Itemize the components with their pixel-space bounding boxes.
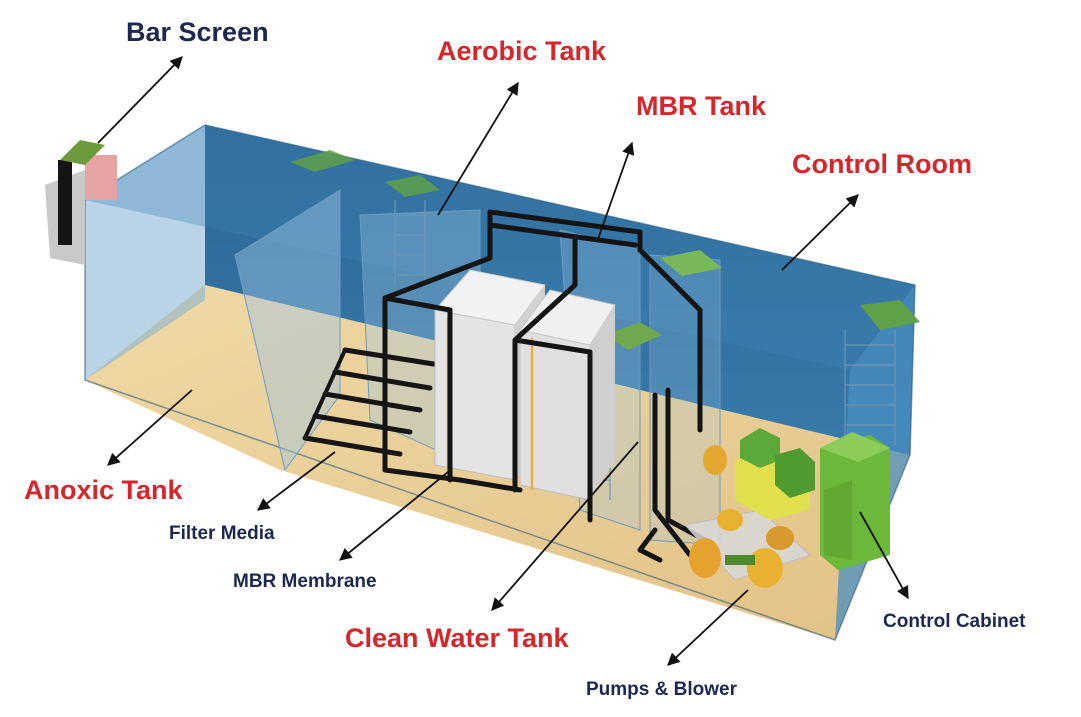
arrow-filter-media (256, 451, 336, 511)
hatch-control-room (860, 300, 920, 330)
pipe-drop-center (512, 235, 578, 493)
hatch-aerobic (385, 175, 440, 197)
filter-rack-rail (303, 348, 347, 440)
bar-screen-box (85, 155, 117, 200)
pipe-pump-riser-1 (652, 392, 693, 558)
control-cabinet-door (824, 480, 852, 560)
container-top-edge (85, 125, 915, 370)
bar-screen-unit (45, 140, 117, 265)
container-outline (84, 124, 916, 641)
pipe-header-top (487, 209, 643, 253)
mbr-membrane-modules (434, 269, 616, 501)
equipment-box-top-1 (740, 428, 780, 468)
ladder-control-room (844, 330, 896, 445)
control-cabinet-top (820, 432, 890, 462)
label-clean-water-tank: Clean Water Tank (345, 623, 569, 653)
pipe-frame-front (382, 295, 453, 483)
blower-1 (689, 538, 721, 578)
label-filter-media: Filter Media (169, 523, 275, 544)
label-anoxic-tank: Anoxic Tank (24, 475, 183, 505)
pumps-and-blower (684, 445, 811, 588)
label-control-room: Control Room (792, 149, 972, 179)
hatch-anoxic (290, 150, 355, 172)
filter-rack-1 (342, 347, 443, 368)
arrow-pumps-blower (667, 589, 749, 666)
control-equipment (735, 428, 890, 570)
arrow-control-cabinet (859, 511, 909, 600)
bar-screen-top (60, 140, 105, 165)
membrane-module-2-front (519, 329, 591, 501)
pipe-drop-left (382, 209, 493, 473)
label-bar-screen: Bar Screen (126, 17, 269, 47)
bar-screen-frame (58, 160, 72, 245)
label-mbr-tank: MBR Tank (636, 91, 767, 121)
membrane-module-2-side (590, 305, 615, 500)
filter-rack-3 (322, 391, 423, 413)
filter-rack-4 (312, 413, 413, 435)
equipment-box-top-2 (775, 448, 815, 498)
access-hatches (290, 150, 920, 350)
pipe-network (382, 209, 708, 563)
pump-motor-2 (766, 526, 794, 550)
pipe-header-second (487, 222, 638, 248)
blower-2 (747, 548, 783, 588)
arrow-mbr-tank (596, 141, 635, 243)
ladder-aerobic (394, 200, 426, 285)
pump-coupling (725, 555, 755, 565)
label-mbr-membrane: MBR Membrane (233, 571, 377, 592)
arrow-clean-water-tank (491, 441, 639, 611)
arrow-aerobic-tank (437, 81, 519, 216)
hatch-mbr (660, 250, 722, 276)
label-aerobic-tank: Aerobic Tank (437, 36, 607, 66)
leader-arrows (97, 56, 909, 666)
pump-upper (703, 445, 727, 475)
arrow-mbr-membrane (339, 471, 449, 561)
label-control-cabinet: Control Cabinet (883, 611, 1026, 632)
arrow-anoxic-tank (107, 389, 193, 466)
pipe-to-pumps (637, 247, 703, 433)
pump-motor-1 (717, 509, 743, 531)
arrow-bar-screen (97, 56, 183, 144)
label-pumps-blower: Pumps & Blower (586, 679, 737, 700)
hatch-clean-water (605, 322, 662, 350)
pipe-pump-return (637, 527, 663, 563)
pipe-floor-front (382, 467, 523, 493)
arrow-control-room (781, 194, 859, 271)
pipe-drop-right (512, 337, 593, 523)
